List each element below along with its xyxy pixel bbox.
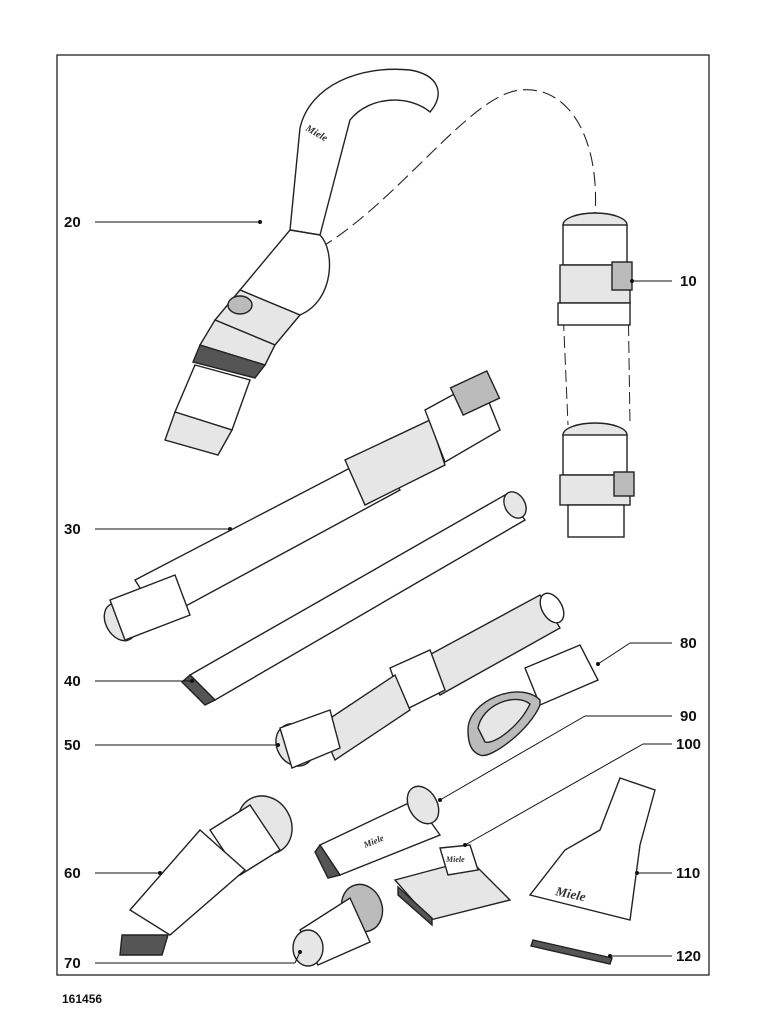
callout-70: 70 <box>64 955 81 972</box>
callout-80: 80 <box>680 635 697 652</box>
crevice-nozzle-drawing <box>180 491 527 706</box>
callout-100: 100 <box>676 736 701 753</box>
leader-line-70b <box>294 951 301 964</box>
diagram-frame <box>56 54 710 976</box>
mattress-nozzle-drawing: Miele <box>528 777 656 921</box>
narrow-tube-drawing: Miele <box>314 785 442 879</box>
document-number: 161456 <box>62 992 103 1006</box>
telescopic-tube-drawing <box>103 370 501 642</box>
hose-handle-drawing: Miele <box>164 68 439 456</box>
dusting-brush-drawing <box>119 795 293 956</box>
flexible-hose-drawing <box>275 592 565 769</box>
upholstery-nozzle-drawing: Miele <box>393 844 512 927</box>
callout-120: 120 <box>676 948 701 965</box>
callout-10: 10 <box>680 273 697 290</box>
callout-40: 40 <box>64 673 81 690</box>
callout-50: 50 <box>64 737 81 754</box>
svg-text:Miele: Miele <box>445 855 465 864</box>
leader-line-100 <box>464 743 644 846</box>
adapter-drawing <box>292 883 384 967</box>
svg-text:Miele: Miele <box>553 883 587 904</box>
callout-20: 20 <box>64 214 81 231</box>
replacement-strip-drawing <box>530 939 613 965</box>
leader-line-80 <box>597 642 631 665</box>
radiator-brush-drawing <box>467 644 599 757</box>
leader-dots <box>158 220 639 958</box>
callout-90: 90 <box>680 708 697 725</box>
callout-110: 110 <box>676 865 700 882</box>
hose-connector-drawing <box>557 212 635 538</box>
callout-30: 30 <box>64 521 81 538</box>
leader-line-90b <box>439 715 586 801</box>
callout-60: 60 <box>64 865 81 882</box>
hose-dashed-line <box>319 89 597 249</box>
